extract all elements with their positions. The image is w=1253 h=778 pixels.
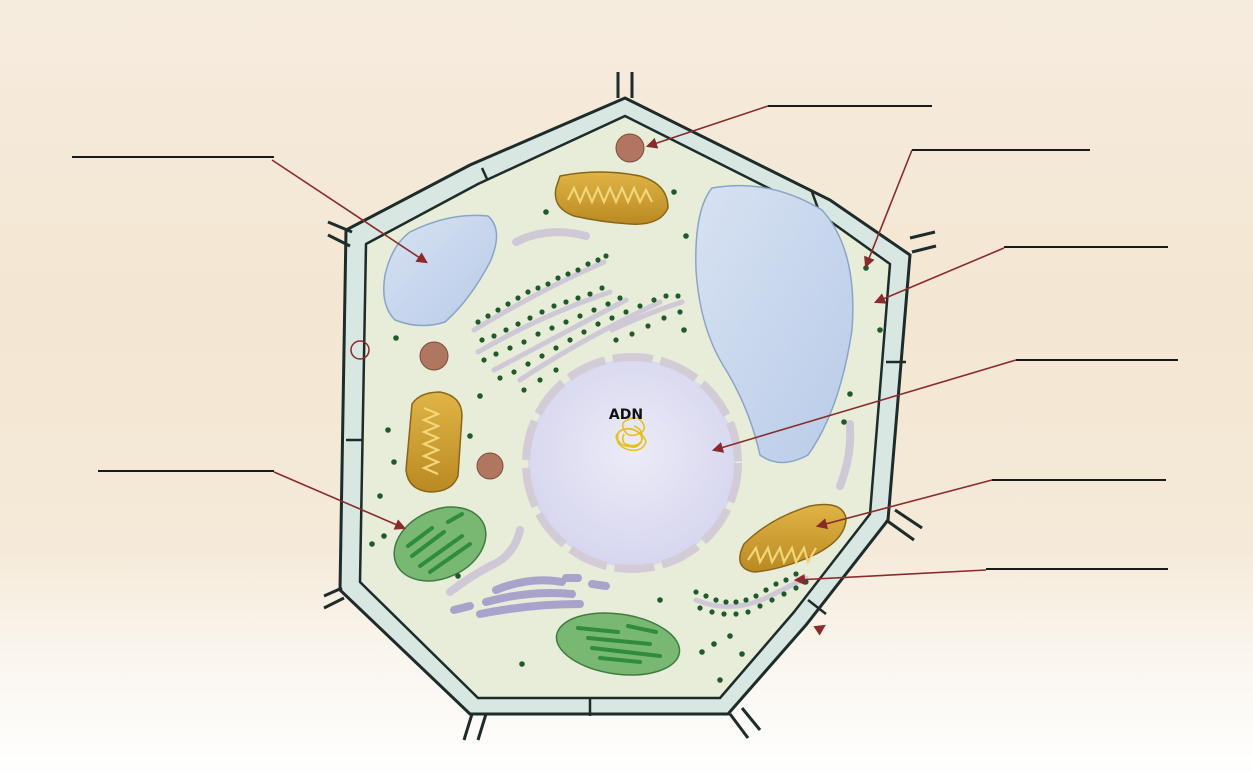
nucleus: ADN — [526, 357, 738, 569]
dna-label: ADN — [609, 407, 643, 423]
amyloplast-left — [420, 342, 448, 370]
amyloplast-top — [616, 134, 644, 162]
amyloplast-middle — [477, 453, 503, 479]
mitochondrion-left — [406, 392, 462, 492]
cell-wall-pointer — [818, 626, 824, 630]
